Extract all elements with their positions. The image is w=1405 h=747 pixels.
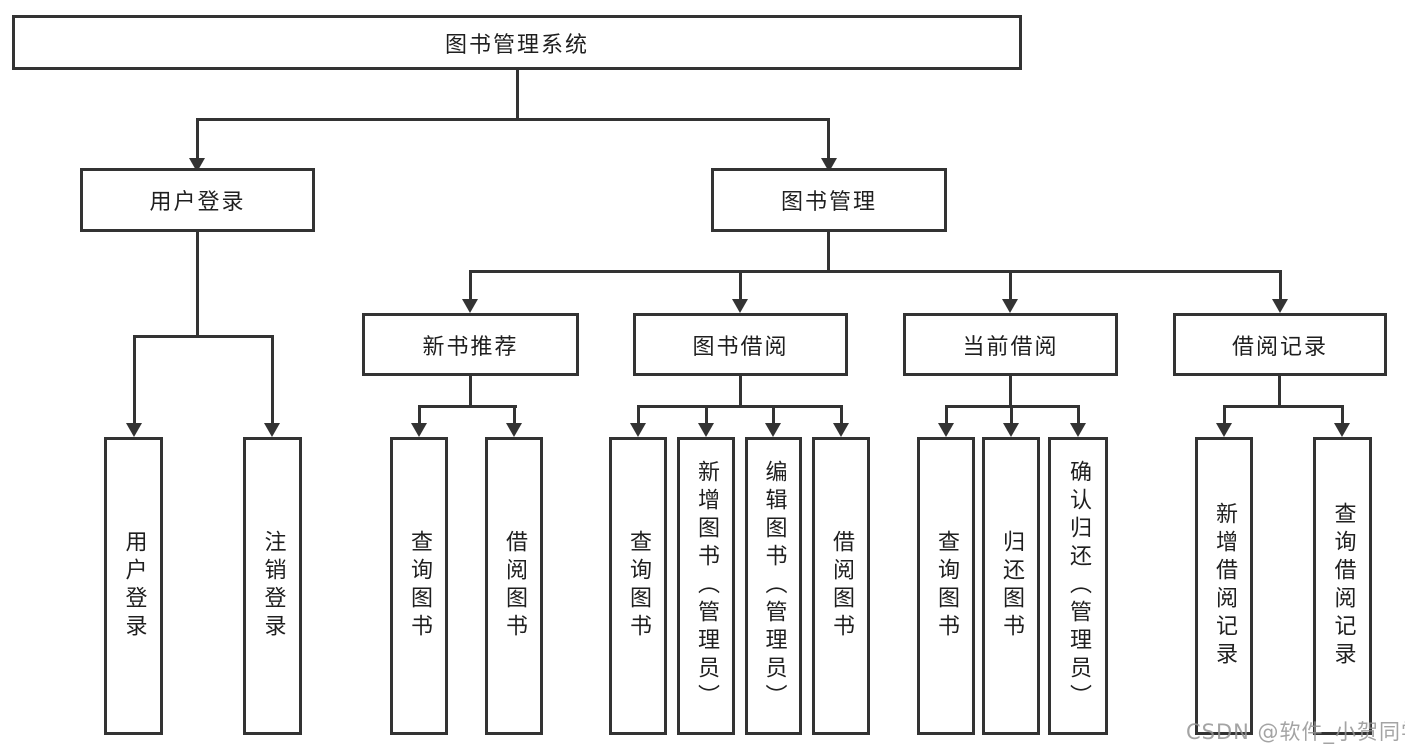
arrowhead-B1-icon (630, 423, 646, 437)
connector-groupC-bar (945, 405, 1080, 408)
leaf-label: 查询借阅记录 (1330, 502, 1356, 670)
connector-mgmt-bar (469, 270, 1282, 273)
connector-login-bar (133, 335, 274, 338)
connector-groupA-bar (418, 405, 517, 408)
node-label: 图书管理 (780, 190, 877, 215)
connector-drop-book-borrow (739, 273, 742, 300)
node-book-borrowing: 图书借阅 (633, 313, 848, 376)
node-user-login: 用户登录 (80, 168, 315, 232)
arrowhead-borrow-records-icon (1272, 299, 1288, 313)
leaf-label: 新增图书（管理员） (694, 460, 719, 712)
arrowhead-current-borrow-icon (1002, 299, 1018, 313)
leaf-label: 注销登录 (260, 530, 286, 642)
arrowhead-C1-icon (938, 423, 954, 437)
connector-drop-B2 (705, 408, 708, 423)
arrowhead-C2-icon (1003, 423, 1019, 437)
connector-groupB-stem (739, 376, 742, 405)
arrowhead-D1-icon (1216, 423, 1232, 437)
connector-drop-D2 (1341, 408, 1344, 423)
node-label: 新书推荐 (422, 334, 519, 360)
connector-drop-B4 (840, 408, 843, 423)
leaf-label: 查询图书 (934, 530, 959, 642)
arrowhead-A1-icon (411, 423, 427, 437)
leaf-user-login: 用户登录 (104, 437, 163, 735)
leaf-query-borrow-record: 查询借阅记录 (1313, 437, 1372, 735)
leaf-label: 新增借阅记录 (1212, 502, 1237, 670)
leaf-borrow-books-B: 借阅图书 (812, 437, 870, 735)
connector-drop-B1 (637, 408, 640, 423)
arrowhead-logout-leaf-icon (264, 423, 280, 437)
leaf-label: 查询图书 (626, 530, 651, 642)
arrowhead-login-leaf-icon (126, 423, 142, 437)
leaf-add-borrow-record: 新增借阅记录 (1195, 437, 1253, 735)
arrowhead-B4-icon (833, 423, 849, 437)
arrowhead-B3-icon (765, 423, 781, 437)
node-label: 当前借阅 (962, 334, 1059, 360)
connector-groupB-bar (637, 405, 843, 408)
connector-drop-new-books (469, 273, 472, 300)
leaf-label: 确认归还（管理员） (1066, 460, 1091, 712)
leaf-confirm-return-admin: 确认归还（管理员） (1048, 437, 1108, 735)
leaf-logout: 注销登录 (243, 437, 302, 735)
connector-groupD-bar (1223, 405, 1344, 408)
node-label: 用户登录 (149, 190, 246, 215)
connector-drop-user-login (196, 121, 199, 159)
connector-root-bar (196, 118, 830, 121)
node-label: 借阅记录 (1231, 334, 1328, 360)
leaf-borrow-books-A: 借阅图书 (485, 437, 543, 735)
leaf-label: 借阅图书 (829, 530, 854, 642)
connector-drop-logout-leaf (271, 338, 274, 423)
leaf-query-books-B: 查询图书 (609, 437, 667, 735)
connector-drop-book-mgmt (827, 121, 830, 159)
leaf-label: 编辑图书（管理员） (761, 460, 787, 712)
arrowhead-C3-icon (1070, 423, 1086, 437)
node-borrow-records: 借阅记录 (1173, 313, 1387, 376)
node-book-management: 图书管理 (711, 168, 947, 232)
arrowhead-B2-icon (698, 423, 714, 437)
arrowhead-new-books-icon (462, 299, 478, 313)
csdn-watermark: CSDN @软件_小贺同学 (1186, 720, 1405, 744)
connector-groupA-stem (469, 376, 472, 405)
connector-drop-current-borrow (1009, 273, 1012, 300)
leaf-label: 用户登录 (121, 530, 147, 642)
connector-drop-C1 (945, 408, 948, 423)
arrowhead-D2-icon (1334, 423, 1350, 437)
connector-drop-D1 (1223, 408, 1226, 423)
connector-mgmt-stem (827, 232, 830, 270)
connector-groupD-stem (1278, 376, 1281, 405)
node-new-book-recommend: 新书推荐 (362, 313, 579, 376)
leaf-label: 归还图书 (999, 530, 1024, 642)
connector-drop-B3 (772, 408, 775, 423)
leaf-query-books-A: 查询图书 (390, 437, 448, 735)
connector-groupC-stem (1009, 376, 1012, 405)
node-label: 图书管理系统 (444, 32, 589, 58)
leaf-edit-books-admin: 编辑图书（管理员） (745, 437, 802, 735)
leaf-return-books: 归还图书 (982, 437, 1040, 735)
leaf-query-books-C: 查询图书 (917, 437, 975, 735)
leaf-label: 借阅图书 (502, 530, 527, 642)
connector-login-stem (196, 232, 199, 335)
connector-drop-borrow-records (1279, 273, 1282, 300)
arrowhead-book-borrow-icon (732, 299, 748, 313)
node-current-borrowing: 当前借阅 (903, 313, 1118, 376)
connector-drop-login-leaf (133, 338, 136, 423)
connector-drop-A2 (513, 408, 516, 423)
connector-drop-C2 (1010, 408, 1013, 423)
arrowhead-A2-icon (506, 423, 522, 437)
node-library-management-system: 图书管理系统 (12, 15, 1022, 70)
connector-drop-A1 (418, 408, 421, 423)
leaf-label: 查询图书 (407, 530, 432, 642)
connector-root-stem (516, 70, 519, 118)
connector-drop-C3 (1077, 408, 1080, 423)
node-label: 图书借阅 (692, 334, 789, 360)
leaf-add-books-admin: 新增图书（管理员） (677, 437, 735, 735)
